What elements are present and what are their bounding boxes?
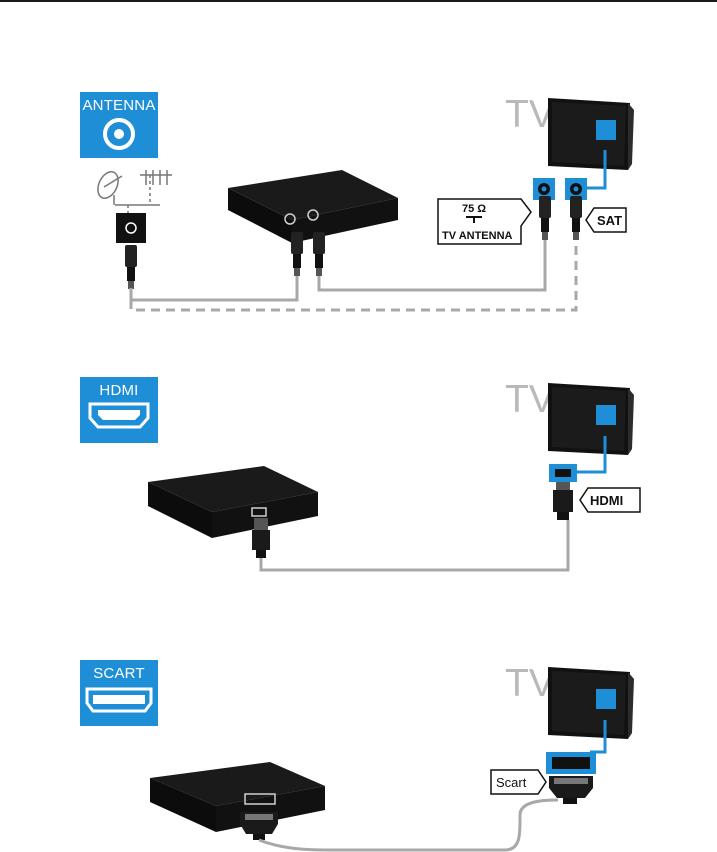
box-antenna-in-plug — [291, 232, 303, 276]
box-hdmi-plug — [252, 518, 270, 558]
wall-antenna-plug — [125, 245, 137, 289]
box-antenna-out-plug — [313, 232, 325, 276]
tv-antenna-section — [548, 98, 634, 170]
tv-scart-port — [546, 752, 596, 774]
set-top-box-hdmi — [148, 466, 318, 538]
cable-wall-to-box — [131, 276, 297, 300]
wall-socket — [116, 213, 146, 243]
callout-sat: SAT — [586, 208, 626, 232]
callout-hdmi-text: HDMI — [590, 493, 623, 508]
cable-hdmi — [261, 520, 568, 570]
callout-hdmi: HDMI — [580, 488, 640, 512]
tv-hdmi-plug — [553, 482, 573, 520]
tv-hdmi-section — [548, 383, 634, 455]
callout-scart: Scart — [491, 770, 546, 794]
callout-antenna-text: TV ANTENNA — [442, 230, 513, 242]
cable-box-to-tv-antenna — [319, 238, 545, 290]
callout-scart-text: Scart — [496, 775, 527, 790]
box-scart-plug — [240, 812, 278, 840]
tv-antenna-plug — [539, 196, 551, 240]
set-top-box-antenna — [228, 170, 398, 243]
callout-sat-text: SAT — [597, 213, 622, 228]
callout-antenna-ohm: 75 Ω — [462, 203, 486, 215]
tv-scart-section — [548, 667, 634, 739]
tv-sat-plug — [570, 196, 582, 240]
callout-tv-antenna: 75 Ω TV ANTENNA — [438, 199, 531, 244]
set-top-box-scart — [150, 762, 325, 832]
dish-and-aerial-icon — [94, 169, 172, 213]
tv-hdmi-port — [549, 464, 577, 482]
